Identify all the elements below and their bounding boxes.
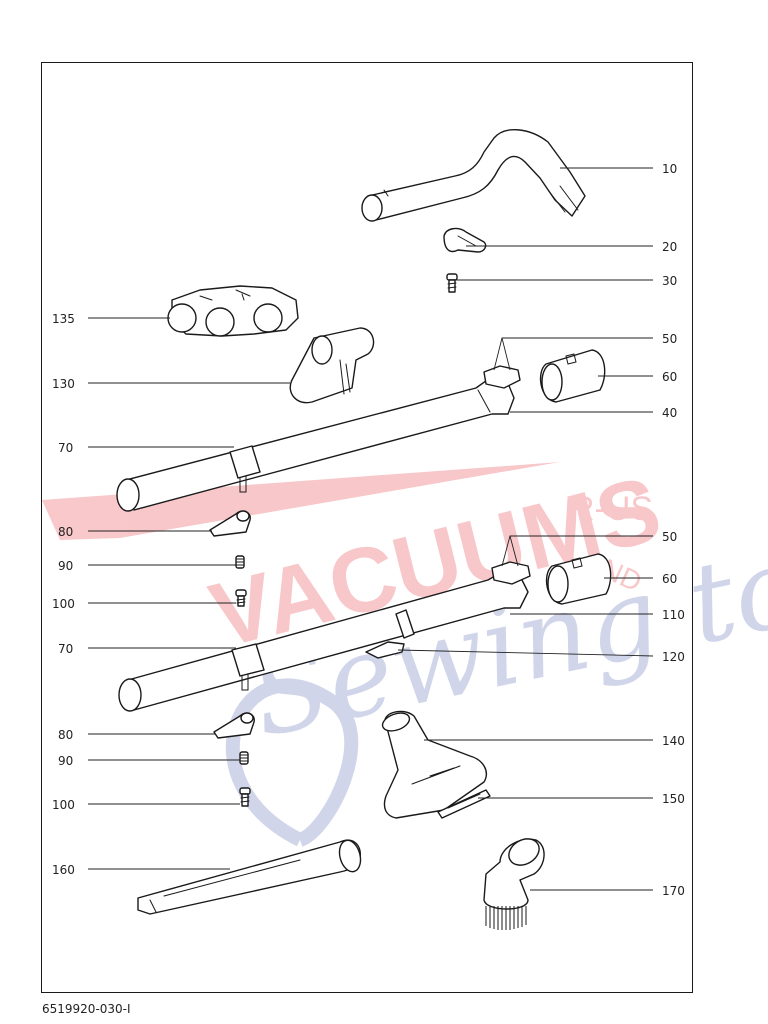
part-140-upholstery-nozzle <box>381 710 488 819</box>
part-30-screw <box>446 273 458 293</box>
watermark-flourish <box>225 678 359 847</box>
watermark-swoosh <box>42 462 560 540</box>
part-60-cuff-lower <box>545 553 612 605</box>
part-80-lever-lower <box>213 712 255 739</box>
part-120-slide-clip <box>365 641 405 659</box>
part-50-button-lower <box>491 561 531 585</box>
callout-80-upper: 80 <box>58 525 73 539</box>
part-160-crevice-tool <box>137 839 362 915</box>
callout-170: 170 <box>662 884 685 898</box>
brush-bristles <box>485 906 527 930</box>
part-170-dusting-brush <box>483 838 545 930</box>
callout-100-lower: 100 <box>52 798 75 812</box>
callout-100-upper: 100 <box>52 597 75 611</box>
callout-150: 150 <box>662 792 685 806</box>
callout-40: 40 <box>662 406 677 420</box>
leader-lines <box>88 167 654 891</box>
part-130-holder-clip <box>289 327 375 404</box>
callout-50-upper: 50 <box>662 332 677 346</box>
callout-20: 20 <box>662 240 677 254</box>
part-100-screw-upper <box>235 589 247 607</box>
part-10-handle <box>361 129 586 222</box>
part-150-nozzle-insert <box>437 789 491 819</box>
part-90-spring-upper <box>235 555 245 569</box>
callout-50-lower: 50 <box>662 530 677 544</box>
part-100-screw-lower <box>239 787 251 807</box>
callout-70-upper: 70 <box>58 441 73 455</box>
callout-160: 160 <box>52 863 75 877</box>
part-50-button-upper <box>483 365 521 389</box>
callout-110: 110 <box>662 608 685 622</box>
part-80-lever-upper <box>209 510 251 537</box>
part-110-lower-tube <box>118 571 529 712</box>
document-code: 6519920-030-I <box>42 1002 131 1016</box>
callout-140: 140 <box>662 734 685 748</box>
part-60-cuff-upper <box>539 349 606 403</box>
callout-90-lower: 90 <box>58 754 73 768</box>
callout-90-upper: 90 <box>58 559 73 573</box>
diagram-frame <box>41 62 693 993</box>
callout-60-lower: 60 <box>662 572 677 586</box>
callout-30: 30 <box>662 274 677 288</box>
callout-130: 130 <box>52 377 75 391</box>
callout-60-upper: 60 <box>662 370 677 384</box>
callout-10: 10 <box>662 162 677 176</box>
part-135-tool-holder <box>167 285 299 337</box>
watermark-rus: R-US <box>570 490 653 528</box>
callout-70-lower: 70 <box>58 642 73 656</box>
part-90-spring-lower <box>239 751 249 765</box>
part-20-clip <box>443 227 487 253</box>
callout-135: 135 <box>52 312 75 326</box>
part-40-upper-tube <box>116 375 515 512</box>
callout-labels: 10 20 30 135 50 60 130 40 70 80 90 100 5… <box>52 162 685 898</box>
callout-80-lower: 80 <box>58 728 73 742</box>
callout-120: 120 <box>662 650 685 664</box>
